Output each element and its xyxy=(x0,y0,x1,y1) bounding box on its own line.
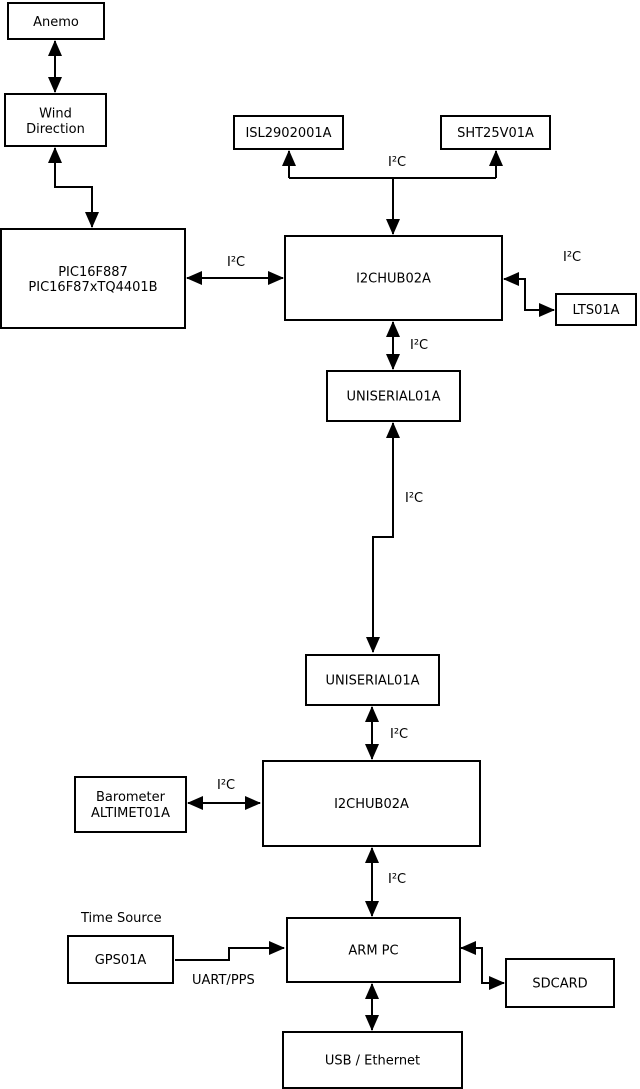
edge-label-i2c-uniserial-link: I²C xyxy=(405,491,423,506)
usb-ethernet-label: USB / Ethernet xyxy=(325,1054,420,1069)
edge-label-i2c-hub1-uniserial1: I²C xyxy=(410,338,428,353)
anemo-box xyxy=(7,2,105,40)
usb-ethernet-box xyxy=(282,1031,463,1089)
wind-direction-box xyxy=(4,93,107,147)
node-barometer: Barometer ALTIMET01A xyxy=(74,776,187,833)
arm-pc-label: ARM PC xyxy=(348,944,398,959)
hub2-box xyxy=(262,760,481,847)
node-anemo: Anemo xyxy=(7,2,105,40)
edge-gps-armpc xyxy=(175,941,285,961)
arm-pc-box xyxy=(286,917,461,983)
edge-label-i2c-hub2-armpc: I²C xyxy=(388,872,406,887)
pic-label-line1: PIC16F887 xyxy=(58,265,128,280)
node-sdcard: SDCARD xyxy=(505,958,615,1008)
node-usb-ethernet: USB / Ethernet xyxy=(282,1031,463,1089)
gps-box xyxy=(67,935,174,984)
anemo-label: Anemo xyxy=(33,15,79,30)
node-uniserial1: UNISERIAL01A xyxy=(326,370,461,422)
hub2-label: I2CHUB02A xyxy=(334,797,409,812)
sht-box xyxy=(440,115,551,150)
node-arm-pc: ARM PC xyxy=(286,917,461,983)
edge-hub1-lts xyxy=(503,272,555,317)
uniserial1-label: UNISERIAL01A xyxy=(347,390,441,405)
node-pic: PIC16F887 PIC16F87xTQ4401B xyxy=(0,228,186,329)
node-wind-direction: Wind Direction xyxy=(4,93,107,147)
pic-label-line2: PIC16F87xTQ4401B xyxy=(28,280,157,295)
lts-box xyxy=(555,293,637,326)
barometer-label-line2: ALTIMET01A xyxy=(91,806,170,821)
edge-label-i2c-pic-hub1: I²C xyxy=(227,255,245,270)
uart-pps-label: UART/PPS xyxy=(192,973,255,988)
node-isl: ISL2902001A xyxy=(233,115,344,150)
edge-labels: I²C I²C I²C I²C I²C I²C I²C I²C Time Sou… xyxy=(80,155,581,988)
edges xyxy=(48,40,555,1031)
edge-label-i2c-uniserial2-hub2: I²C xyxy=(390,727,408,742)
node-hub1: I2CHUB02A xyxy=(284,235,503,321)
sdcard-box xyxy=(505,958,615,1008)
edge-wind-pic xyxy=(48,147,99,228)
node-sht: SHT25V01A xyxy=(440,115,551,150)
gps-label: GPS01A xyxy=(95,953,147,968)
node-uniserial2: UNISERIAL01A xyxy=(305,654,440,706)
hub1-box xyxy=(284,235,503,321)
edge-label-i2c-branch: I²C xyxy=(388,155,406,170)
time-source-label: Time Source xyxy=(80,911,162,926)
uniserial2-label: UNISERIAL01A xyxy=(326,674,420,689)
pic-box xyxy=(0,228,186,329)
isl-box xyxy=(233,115,344,150)
uniserial1-box xyxy=(326,370,461,422)
wind-direction-label-line1: Wind xyxy=(39,107,72,122)
node-hub2: I2CHUB02A xyxy=(262,760,481,847)
wind-direction-label-line2: Direction xyxy=(26,122,85,137)
edge-uniserial1-uniserial2 xyxy=(366,422,400,653)
edge-armpc-sdcard xyxy=(460,941,505,990)
barometer-label-line1: Barometer xyxy=(96,790,166,805)
edge-label-i2c-barometer-hub2: I²C xyxy=(217,778,235,793)
barometer-box xyxy=(74,776,187,833)
hub1-label: I2CHUB02A xyxy=(356,272,431,287)
node-lts: LTS01A xyxy=(555,293,637,326)
edge-label-i2c-hub1-lts: I²C xyxy=(563,250,581,265)
sht-label: SHT25V01A xyxy=(457,126,534,141)
node-gps: GPS01A xyxy=(67,935,174,984)
lts-label: LTS01A xyxy=(572,303,619,318)
isl-label: ISL2902001A xyxy=(245,126,331,141)
sdcard-label: SDCARD xyxy=(532,977,587,992)
uniserial2-box xyxy=(305,654,440,706)
